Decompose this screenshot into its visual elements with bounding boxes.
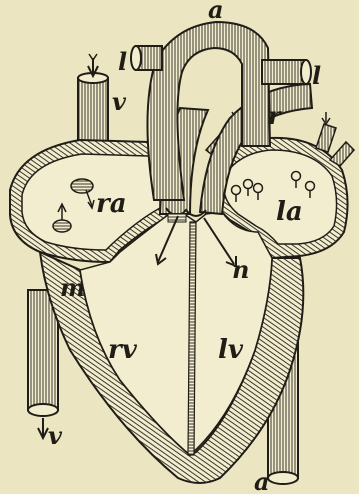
label-tricuspid-valve: m	[60, 273, 85, 302]
pulmonary-branch-left	[131, 46, 162, 70]
label-left-atrium: la	[276, 197, 303, 227]
label-inferior-vena-cava: v	[48, 421, 63, 450]
ivc-arrow	[38, 418, 48, 438]
label-mitral-valve: n	[232, 255, 249, 284]
label-aorta-top: a	[208, 0, 224, 24]
label-aorta-bottom: a	[254, 467, 270, 494]
label-pulmonary-right: l	[312, 61, 321, 90]
pulmonary-branch-right	[262, 60, 311, 84]
label-superior-vena-cava: v	[112, 87, 127, 116]
label-right-ventricle: rv	[108, 335, 138, 365]
label-right-atrium: ra	[96, 189, 127, 219]
label-pulmonary-left: l	[118, 47, 127, 76]
label-left-ventricle: lv	[218, 335, 244, 365]
